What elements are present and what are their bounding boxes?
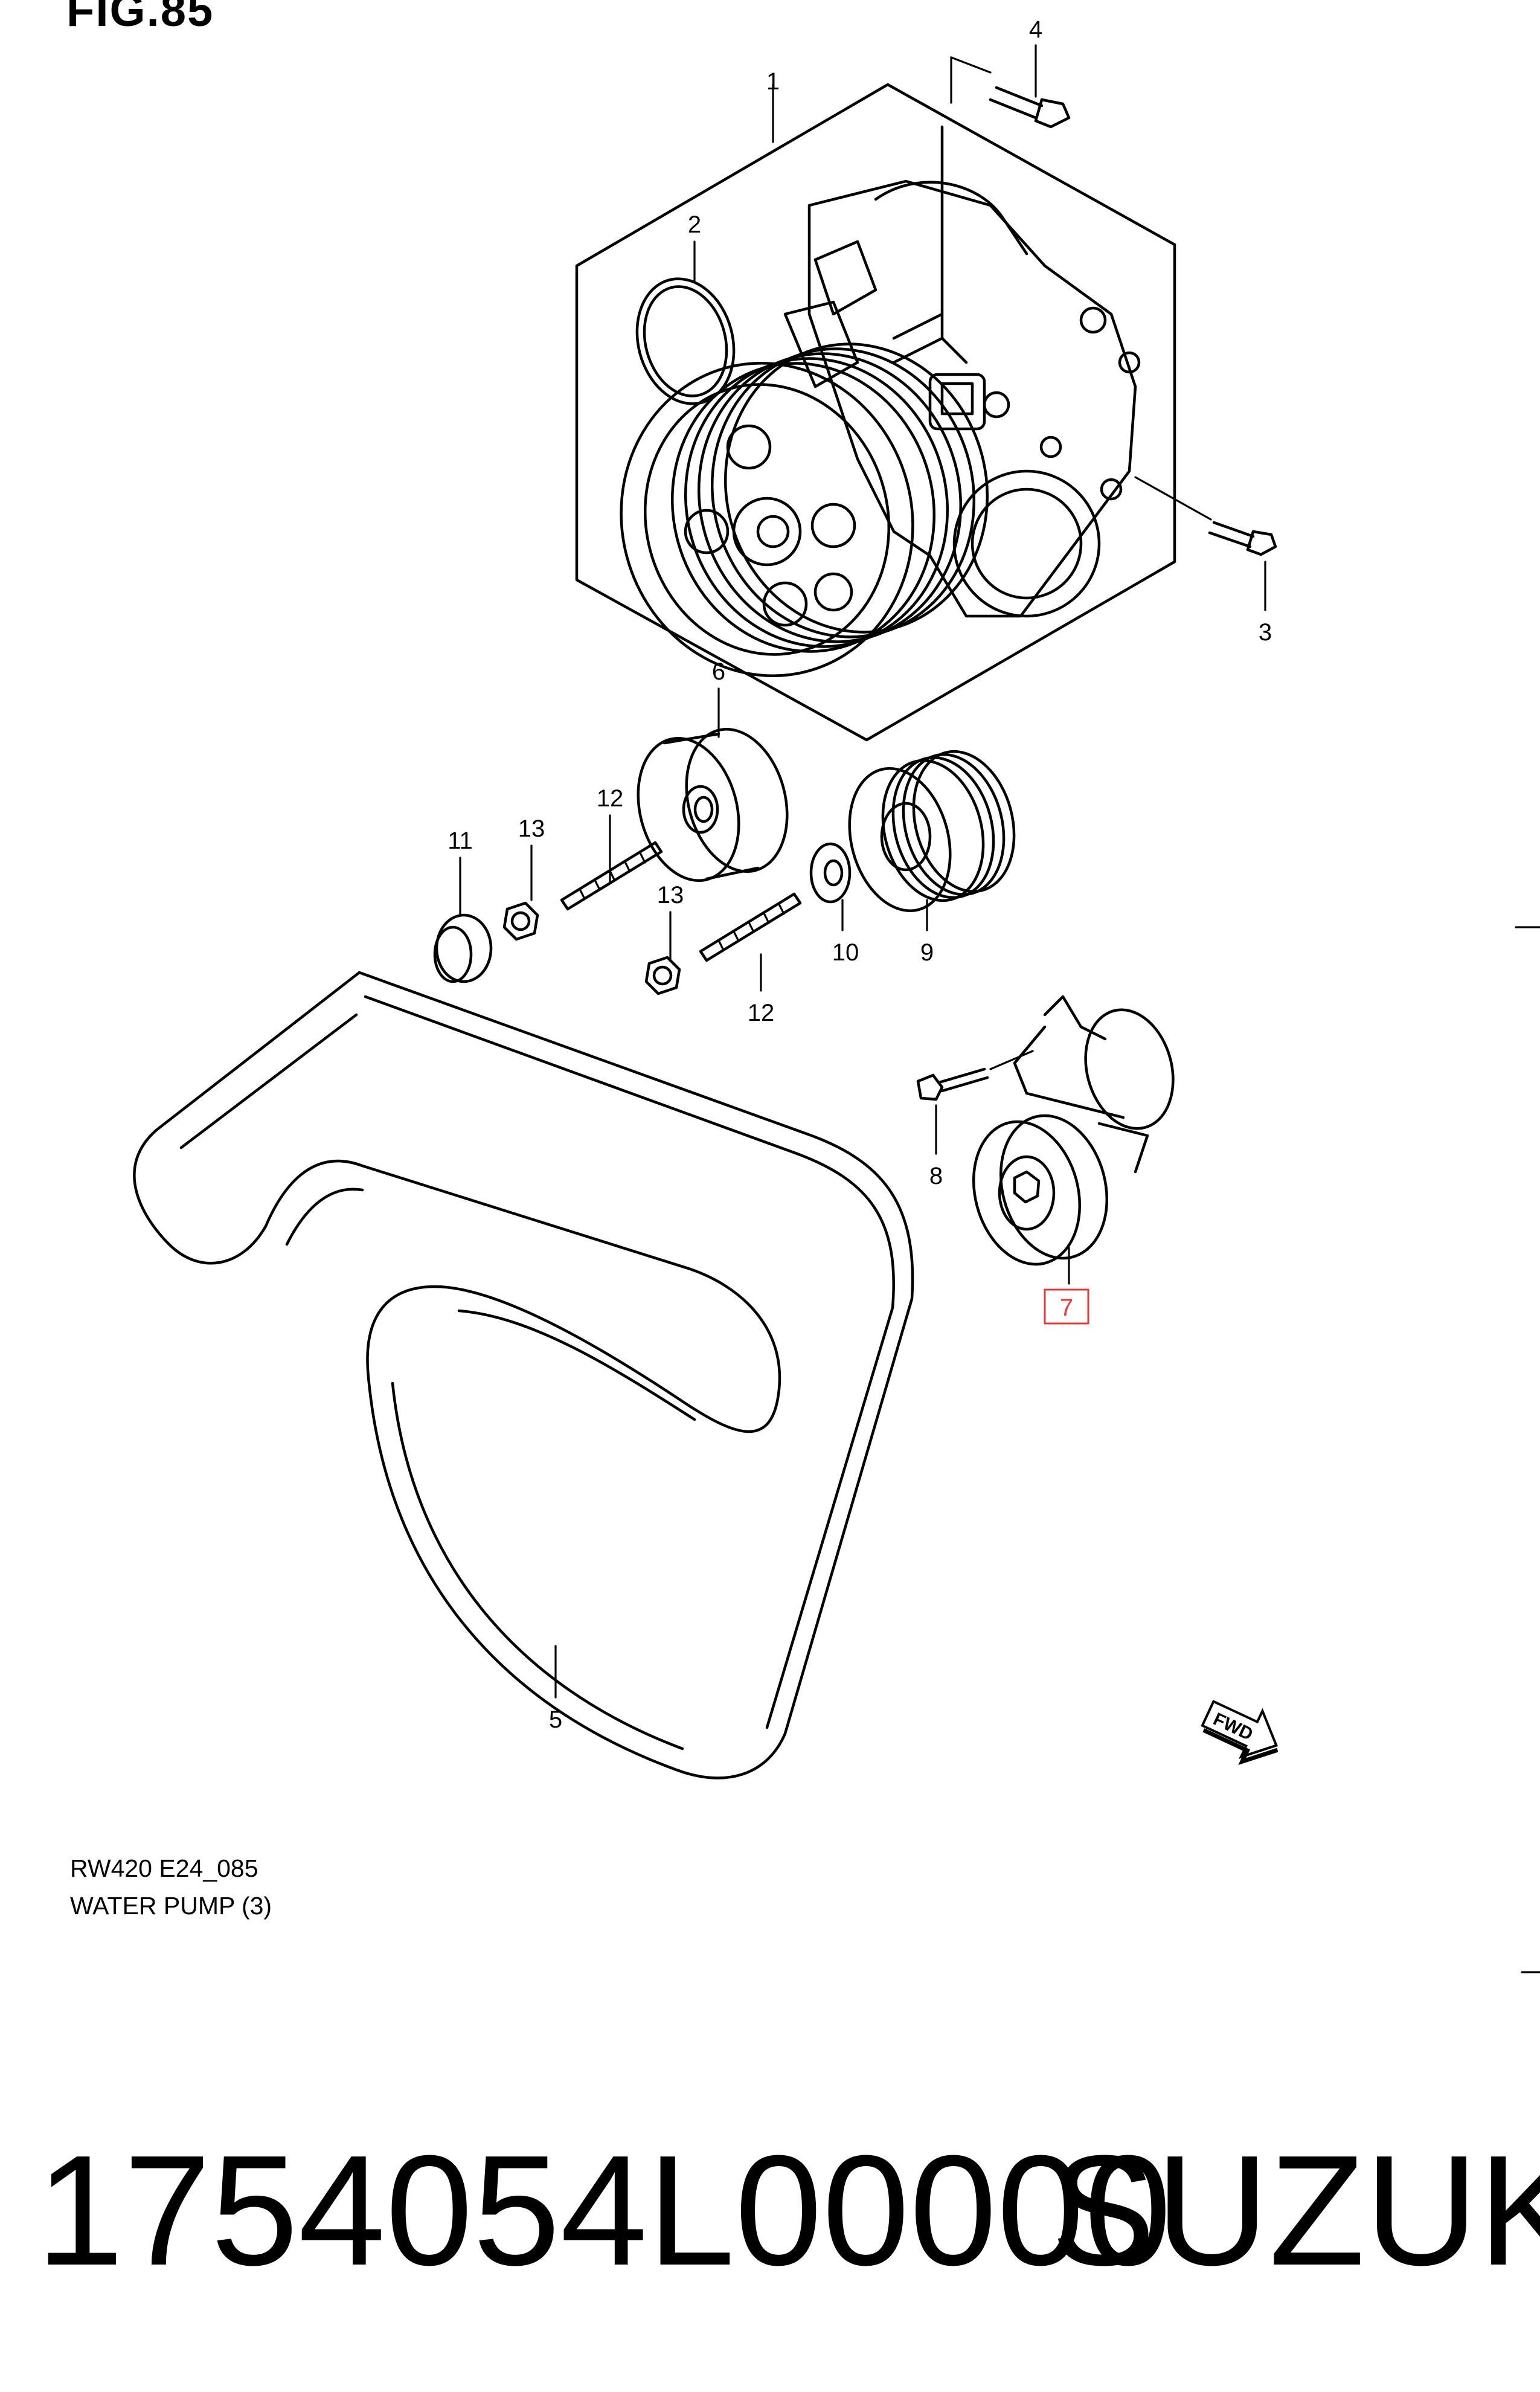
idler-pulley-9 bbox=[848, 750, 1016, 912]
nut-13-lower bbox=[644, 956, 681, 995]
idler-pulley-6 bbox=[637, 728, 789, 882]
callout-12-lower: 12 bbox=[748, 1000, 775, 1026]
belt-tensioner-7 bbox=[972, 995, 1175, 1266]
brand-name: SUZUKI bbox=[1051, 2123, 1540, 2298]
assembly-outline bbox=[575, 83, 1176, 742]
fwd-arrow-icon: FWD bbox=[1201, 1700, 1279, 1766]
callout-6: 6 bbox=[712, 658, 725, 685]
part-number: 1754054L00000 bbox=[36, 2123, 1172, 2298]
exploded-parts-diagram: 1 2 3 4 5 6 7 8 9 10 11 12 12 13 13 FWD bbox=[133, 16, 1540, 1973]
water-pump-pulley bbox=[620, 342, 989, 677]
drawing-code: RW420 E24_085 bbox=[70, 1854, 258, 1882]
drive-belt-5 bbox=[133, 971, 914, 1780]
callout-8: 8 bbox=[929, 1163, 943, 1189]
callout-3: 3 bbox=[1259, 619, 1272, 646]
callout-10: 10 bbox=[832, 939, 859, 966]
leader-lines bbox=[459, 44, 1266, 1699]
washer-10 bbox=[809, 842, 852, 904]
callout-7-highlight: 7 bbox=[1044, 1288, 1089, 1325]
callout-13-lower: 13 bbox=[657, 882, 684, 908]
callout-12-upper: 12 bbox=[597, 785, 624, 812]
callout-5: 5 bbox=[549, 1706, 562, 1733]
callout-labels: 1 2 3 4 5 6 7 8 9 10 11 12 12 13 13 bbox=[448, 16, 1272, 1733]
callout-4: 4 bbox=[1029, 16, 1042, 43]
callout-2: 2 bbox=[688, 211, 701, 238]
callout-13-upper: 13 bbox=[518, 815, 545, 842]
drawing-name: WATER PUMP (3) bbox=[70, 1892, 272, 1920]
figure-title: FIG.85 bbox=[66, 0, 214, 36]
callout-7: 7 bbox=[1060, 1294, 1073, 1321]
stud-12-upper bbox=[560, 841, 663, 911]
bolt-3 bbox=[1134, 476, 1277, 556]
bolt-4 bbox=[950, 56, 1071, 129]
callout-11: 11 bbox=[448, 828, 473, 854]
o-ring bbox=[635, 277, 736, 405]
bolt-8 bbox=[916, 1050, 1034, 1101]
cap-11 bbox=[433, 913, 493, 983]
callout-1: 1 bbox=[766, 68, 780, 95]
stud-12-lower bbox=[699, 892, 802, 962]
nut-13-upper bbox=[502, 901, 539, 941]
callout-9: 9 bbox=[920, 939, 934, 966]
